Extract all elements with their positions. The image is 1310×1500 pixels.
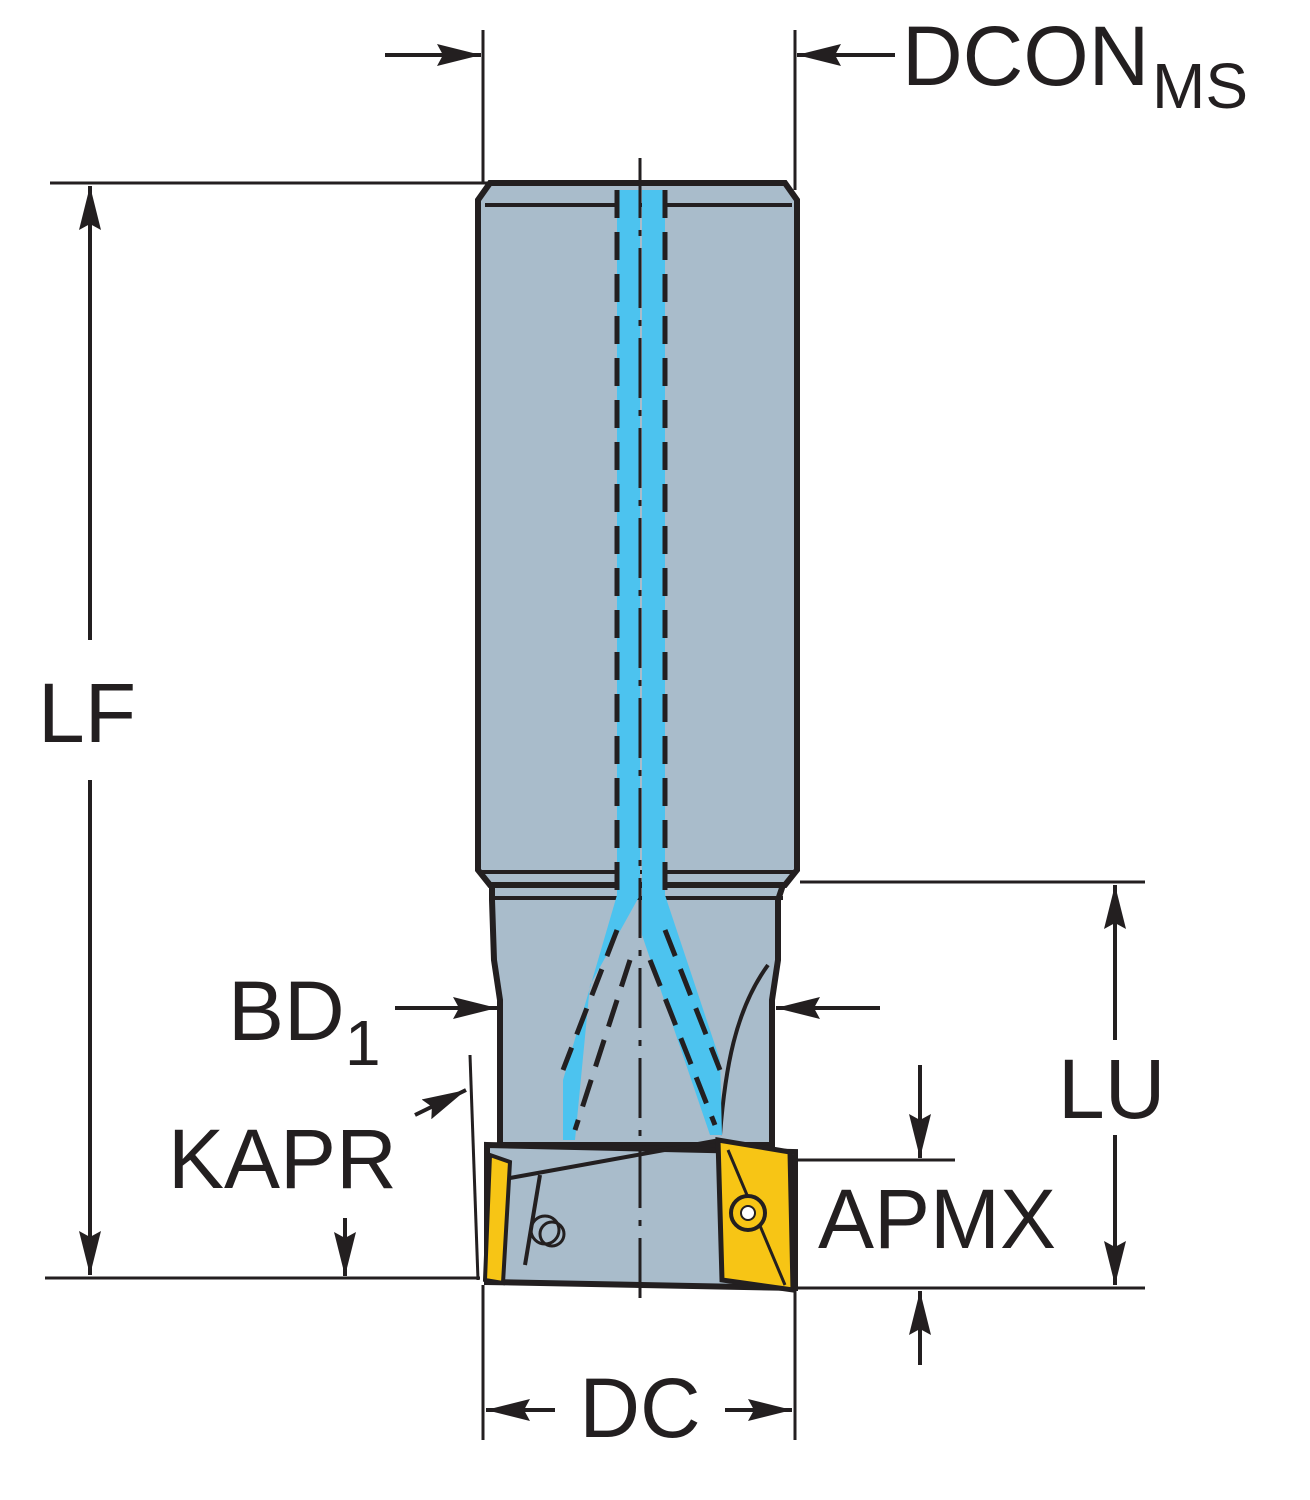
dim-dc: DC: [481, 1285, 797, 1455]
label-dc: DC: [579, 1361, 700, 1455]
label-lf: LF: [38, 666, 136, 760]
label-kapr: KAPR: [168, 1112, 397, 1206]
screw-icon: [529, 1214, 566, 1248]
dim-kapr: KAPR: [168, 1054, 480, 1281]
insert-right: [715, 1137, 796, 1293]
label-lu: LU: [1058, 1042, 1165, 1136]
dim-lu: LU: [795, 880, 1165, 1290]
label-dcon-sub: MS: [1152, 50, 1248, 122]
label-apmx: APMX: [818, 1172, 1056, 1266]
neck: [489, 882, 788, 1148]
coolant-channels: [560, 190, 723, 1140]
dim-apmx: APMX: [795, 1065, 1056, 1365]
dim-dcon: DCON MS: [385, 9, 1248, 190]
label-dcon: DCON: [902, 9, 1149, 103]
dim-lf: LF: [38, 181, 490, 1280]
label-bd-sub: 1: [345, 1007, 381, 1079]
label-bd: BD: [228, 964, 345, 1058]
insert-left: [482, 1152, 513, 1286]
dim-bd1: BD 1: [228, 964, 880, 1079]
